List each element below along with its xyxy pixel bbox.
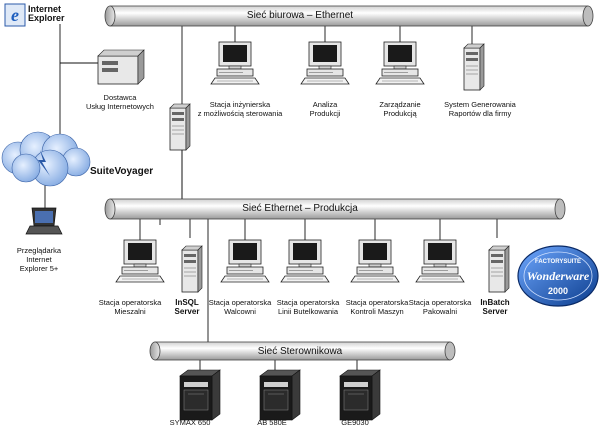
production-workstation-mieszalnia xyxy=(115,239,165,283)
laptop-keyboard xyxy=(25,225,63,235)
browser-label: Przeglądarka Internet Explorer 5+ xyxy=(16,246,62,273)
production-node-label-6: InBatch Server xyxy=(480,298,510,316)
ie-logo-line1: Internet xyxy=(28,4,62,14)
production-bus-pipe-cap-left xyxy=(104,198,116,220)
production-workstation-pakowalnia xyxy=(415,239,465,283)
plc-symax xyxy=(179,369,221,421)
badge-year-text: 2000 xyxy=(548,286,568,296)
internet-cloud xyxy=(1,131,91,187)
laptop-icon xyxy=(25,207,63,235)
production-workstation-kontrola xyxy=(350,239,400,283)
isp-server xyxy=(97,49,145,85)
production-bus-pipe xyxy=(104,198,566,220)
office-workstation-0 xyxy=(210,41,260,85)
plc-ab xyxy=(259,369,301,421)
plc-label-0: SYMAX 650 xyxy=(169,418,211,427)
office-bus-label: Sieć biurowa – Ethernet xyxy=(246,10,354,21)
plc-ge xyxy=(339,369,381,421)
production-bus-pipe-cap-right xyxy=(554,198,566,220)
office-node-label-1: Analiza Produkcji xyxy=(309,100,341,118)
production-workstation-walcownia xyxy=(220,239,270,283)
isp-server-drive xyxy=(102,61,118,65)
office-node-label-2: Zarządzanie Produkcją xyxy=(379,100,421,118)
ie-logo-text: Internet Explorer xyxy=(28,5,65,23)
production-node-label-3: Stacja operatorska Linii Butelkowania xyxy=(276,298,340,316)
production-node-label-0: Stacja operatorska Mieszalni xyxy=(98,298,162,316)
office-bus-pipe-cap-left xyxy=(104,5,116,27)
badge-top-text: FACTORYSUITE xyxy=(535,259,581,265)
office-node-label-0: Stacja inżynierska z możliwością sterowa… xyxy=(197,100,283,118)
inbatch-server xyxy=(488,245,510,293)
office-workstation-1 xyxy=(300,41,350,85)
isp-server-top xyxy=(97,49,145,57)
controllers-bus-pipe-cap-right xyxy=(444,341,456,361)
insql-server xyxy=(181,245,203,293)
production-node-label-1: InSQL Server xyxy=(174,298,200,316)
laptop-display xyxy=(35,211,53,223)
ie-logo-line2: Explorer xyxy=(28,13,65,23)
isp-server-side xyxy=(137,49,145,85)
controllers-bus-pipe-cap-left xyxy=(149,341,161,361)
plc-label-1: AB 580E xyxy=(257,418,287,427)
controllers-bus-pipe xyxy=(149,341,456,361)
office-node-label-3: System Generowania Raportów dla firmy xyxy=(444,100,516,118)
isp-server-drive-2 xyxy=(102,68,118,72)
plc-label-2: GE9030 xyxy=(341,418,369,427)
office-bus-pipe-cap-right xyxy=(582,5,594,27)
badge-ring xyxy=(523,251,593,301)
production-node-label-2: Stacja operatorska Walcowni xyxy=(208,298,272,316)
internet-explorer-logo: e Internet Explorer xyxy=(4,3,76,29)
production-workstation-butelkowanie xyxy=(280,239,330,283)
badge-disc xyxy=(517,245,599,307)
cloud-puff-5 xyxy=(11,153,41,183)
production-node-label-4: Stacja operatorska Kontroli Maszyn xyxy=(345,298,409,316)
office-report-server xyxy=(463,43,485,91)
svg-text:e: e xyxy=(11,5,19,25)
isp-label: Dostawca Usług Internetowych xyxy=(86,93,154,111)
office-workstation-2 xyxy=(375,41,425,85)
network-link-icon xyxy=(38,150,50,176)
office-bus-pipe xyxy=(104,5,594,27)
ie-icon: e xyxy=(4,3,26,27)
controllers-bus-label: Sieć Sterownikowa xyxy=(257,346,343,357)
production-node-label-5: Stacja operatorska Pakowalni xyxy=(408,298,472,316)
wonderware-badge: FACTORYSUITE Wonderware 2000 xyxy=(517,245,599,307)
badge-main-text: Wonderware xyxy=(527,269,590,283)
suitevoyager-label: SuiteVoyager xyxy=(90,166,154,177)
production-bus-label: Sieć Ethernet – Produkcja xyxy=(242,203,358,214)
